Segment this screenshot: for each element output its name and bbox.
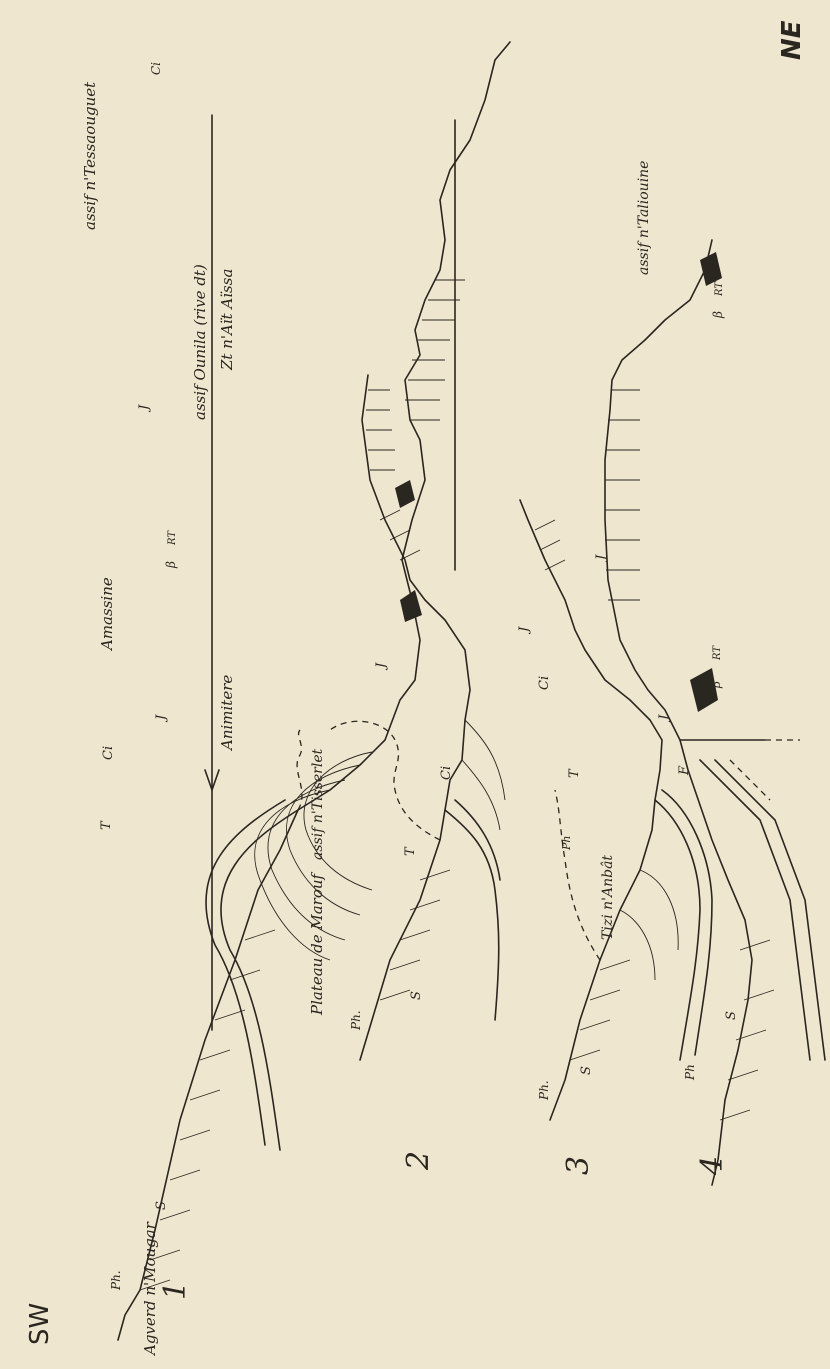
profile-4-unit-8: RT	[714, 281, 725, 297]
profile-2-unit-1: S	[409, 991, 424, 1000]
profile-4-number: 4	[695, 1156, 730, 1176]
profile-2-unit-2: T	[403, 846, 418, 856]
profile-1-unit-6: RT	[167, 530, 178, 546]
profile-4-unit-3: J	[657, 714, 672, 723]
profile-4-unit-4: β	[709, 681, 723, 689]
profile-4-surface	[605, 240, 752, 1185]
profile-2	[330, 375, 505, 1060]
profile-1	[118, 42, 510, 1340]
profile-2-unit-4: J	[374, 662, 389, 671]
profile-1-unit-2: T	[99, 820, 114, 830]
profile-4-unit-5: RT	[712, 645, 723, 661]
profile-3-unit-2: Ph	[560, 836, 573, 852]
profile-4-layer-1	[700, 760, 810, 1060]
profile-3-unit-0: Ph.	[537, 1080, 551, 1101]
profile-4-unit-2: F	[677, 765, 692, 776]
profile-4	[605, 240, 825, 1185]
sw-orientation-label: SW	[25, 1303, 55, 1345]
profile-3-dashed-fold	[555, 790, 600, 960]
profile-1-place-3: assif Ounila (rive dt)	[191, 264, 209, 420]
profile-1-unit-8: Ci	[149, 62, 163, 75]
profile-3-place-0: Tizi n'Anbât	[600, 855, 616, 940]
profile-3-unit-5: J	[517, 626, 532, 635]
profile-1-fold-outer	[221, 810, 298, 1150]
profile-1-surface	[118, 42, 510, 1340]
profile-1-unit-1: S	[154, 1201, 169, 1210]
profile-3-surface	[520, 500, 662, 1120]
profile-2-number: 2	[401, 1151, 436, 1171]
profile-1-bottom-label-1: Zt n'Aït Aïssa	[218, 269, 236, 371]
profile-1-unit-5: β	[164, 561, 178, 569]
profile-2-place-0: Plateau de Marouf	[308, 871, 326, 1016]
profile-4-unit-7: β	[711, 311, 725, 319]
profile-3-unit-4: Ci	[537, 676, 552, 690]
profile-1-basalt-1	[395, 480, 415, 508]
profile-2-place-1: assif n'Tisserlet	[310, 748, 326, 860]
profile-1-place-0: Agverd n'Mougar	[141, 1221, 159, 1357]
profile-3-unit-3: T	[567, 768, 582, 778]
profile-1-place-2: assif n'Tessaouguet	[81, 81, 99, 230]
profile-1-unit-7: J	[137, 404, 152, 413]
profile-1-unit-4: J	[154, 714, 169, 723]
profile-2-unit-0: Ph.	[349, 1010, 363, 1031]
profile-4-unit-0: Ph	[683, 1064, 697, 1081]
profile-2-fold-outer	[445, 810, 499, 1020]
profile-1-unit-3: Ci	[101, 746, 116, 760]
ne-orientation-label: NE	[777, 20, 807, 60]
profile-1-unit-0: Ph.	[109, 1270, 123, 1291]
profile-4-unit-1: S	[724, 1011, 739, 1020]
profile-2-unit-3: Ci	[439, 766, 454, 780]
profile-1-bottom-label-0: Animitere	[218, 675, 236, 752]
profile-1-place-1: Amassine	[98, 577, 116, 652]
profile-2-surface	[360, 375, 470, 1060]
profile-4-place-0: assif n'Taliouine	[636, 161, 652, 275]
profile-4-basalt-2	[700, 252, 722, 286]
profile-4-basalt-1	[690, 668, 718, 712]
profile-3-unit-1: S	[579, 1066, 594, 1075]
profile-1-number: 1	[158, 1281, 193, 1300]
profile-1-basalt-2	[400, 590, 422, 622]
profile-3	[520, 500, 712, 1120]
profile-3-number: 3	[561, 1156, 596, 1175]
